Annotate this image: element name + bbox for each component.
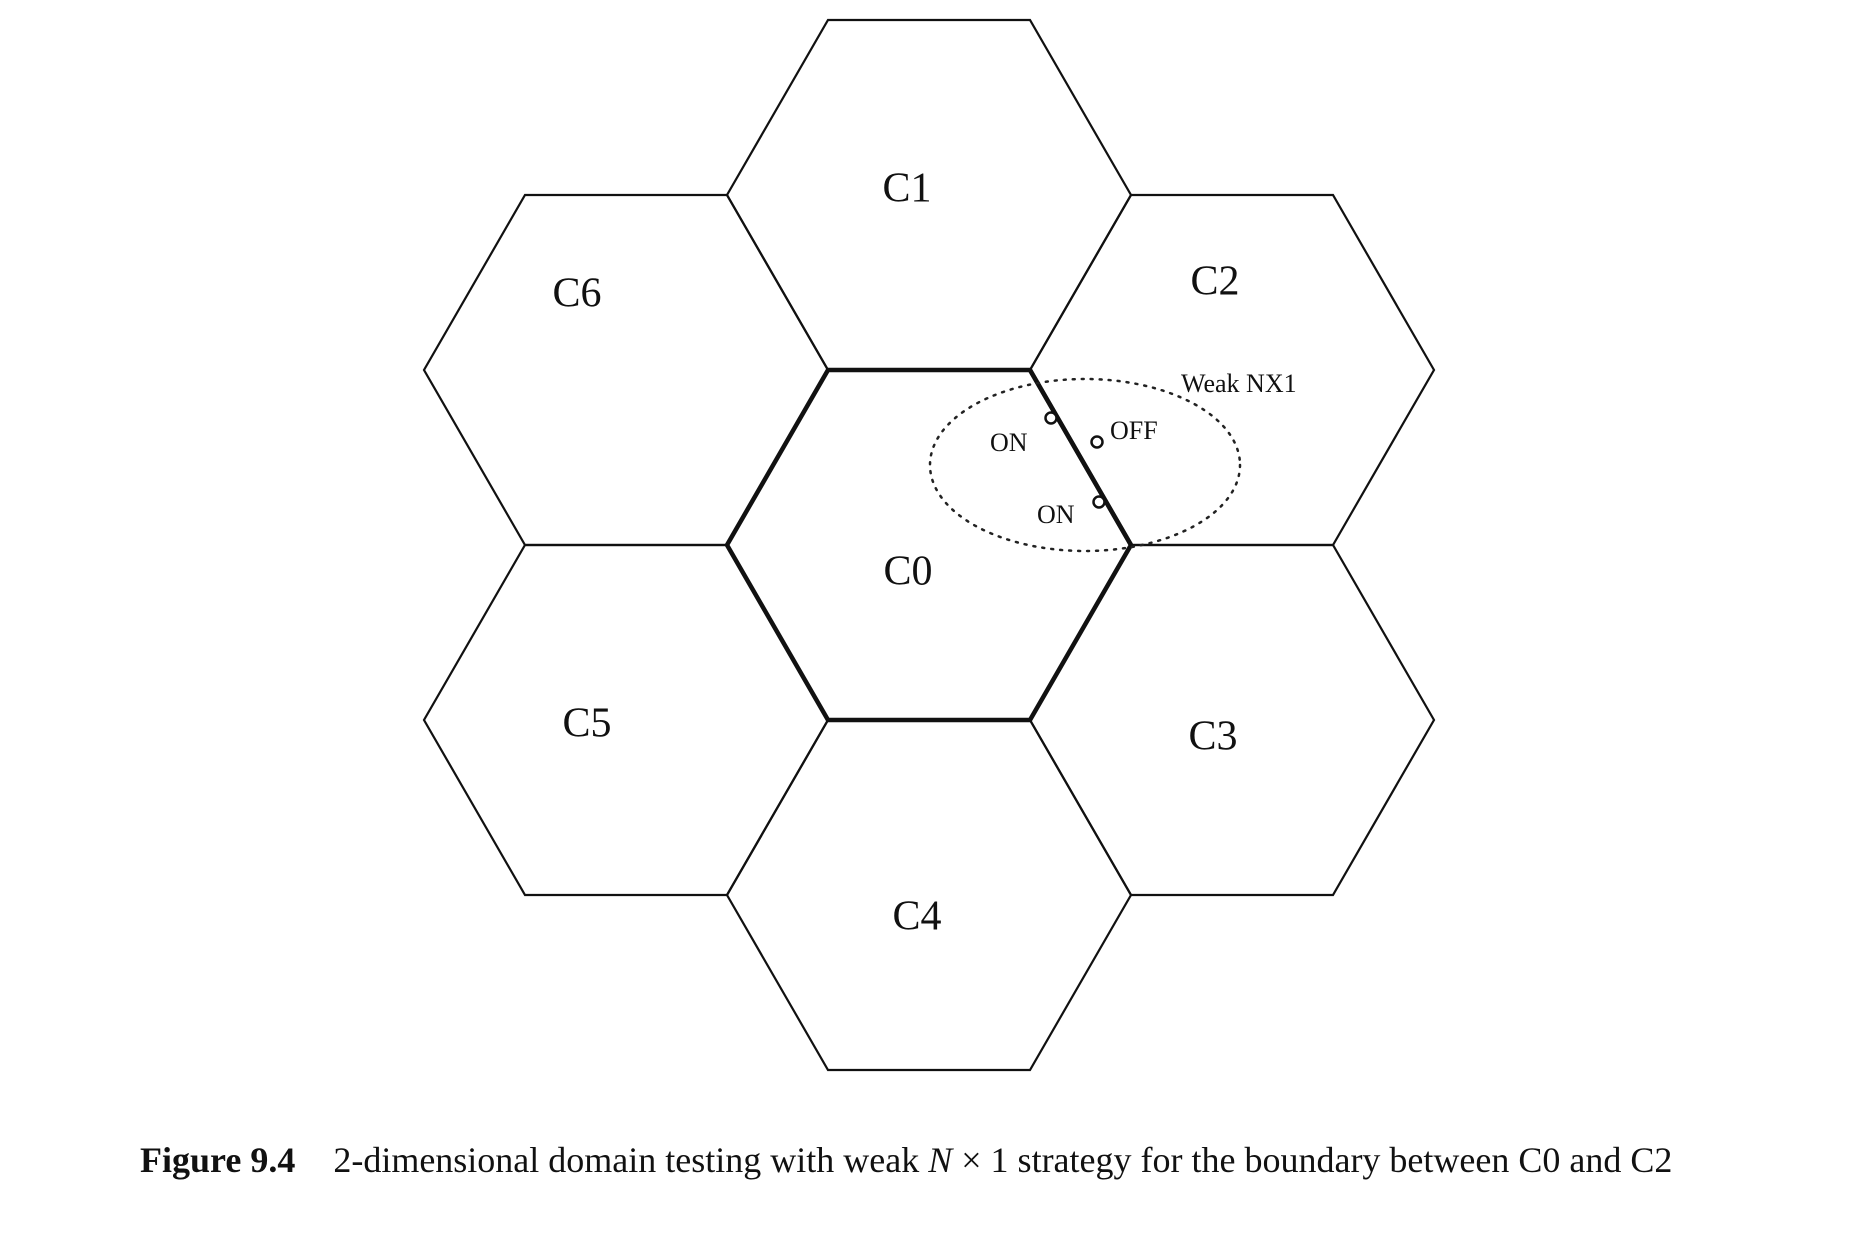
off-label: OFF [1110,416,1158,445]
on-point-lower [1092,495,1106,509]
cell-label-c2: C2 [1190,259,1239,305]
boundary-c0-c2 [1028,368,1133,547]
on-label-upper: ON [990,428,1028,457]
figure-caption: Figure 9.4 2-dimensional domain testing w… [140,1135,1780,1185]
cell-label-c0: C0 [883,549,932,595]
hexagon-c6 [422,193,830,547]
on-label-lower: ON [1037,500,1075,529]
weak-nx1-label: Weak NX1 [1181,369,1297,398]
hexagon-c5 [422,543,830,897]
cell-label-c4: C4 [892,894,941,940]
caption-text-before: 2-dimensional domain testing with weak [333,1140,929,1180]
on-point-upper [1044,411,1058,425]
off-point [1090,435,1104,449]
figure-number: Figure 9.4 [140,1140,296,1180]
weak-nx1-region [928,377,1242,553]
cell-label-c3: C3 [1188,714,1237,760]
cell-label-c1: C1 [882,166,931,212]
caption-math-n: N [928,1140,953,1180]
hexagon-c0 [724,367,1134,723]
cell-label-c5: C5 [562,701,611,747]
cell-label-c6: C6 [552,271,601,317]
caption-text-after: × 1 strategy for the boundary between C0… [952,1140,1673,1180]
